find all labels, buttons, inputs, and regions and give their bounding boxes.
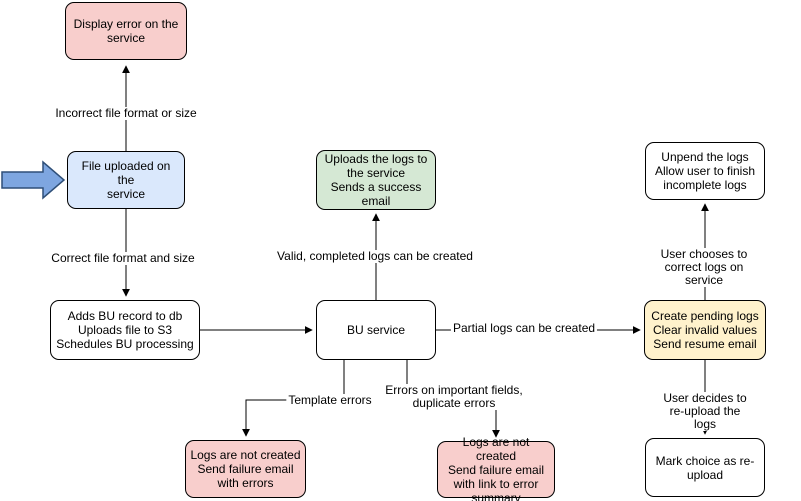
node-mark-reupload: Mark choice as re- upload <box>645 438 765 497</box>
node-upload-success: Uploads the logs to the service Sends a … <box>316 150 436 210</box>
edge-label-template-errors: Template errors <box>286 393 374 407</box>
node-create-pending-logs: Create pending logs Clear invalid values… <box>644 300 766 360</box>
edge-label-valid-logs: Valid, completed logs can be created <box>275 249 475 263</box>
edge-label-partial-logs: Partial logs can be created <box>450 321 598 335</box>
edge-label-user-correct: User chooses to correct logs on service <box>655 248 753 287</box>
edge-label-user-reupload: User decides to re-upload the logs <box>657 392 753 431</box>
edge-label-correct-format: Correct file format and size <box>49 251 197 265</box>
node-bu-service: BU service <box>316 300 436 360</box>
entry-arrow-icon <box>1 160 66 200</box>
node-adds-bu-record: Adds BU record to db Uploads file to S3 … <box>50 300 200 360</box>
node-unpend-logs: Unpend the logs Allow user to finish inc… <box>645 142 765 200</box>
edge-label-incorrect-format: Incorrect file format or size <box>53 106 199 120</box>
node-failure-template-errors: Logs are not created Send failure email … <box>185 440 306 498</box>
node-display-error: Display error on the service <box>65 2 187 60</box>
node-failure-field-errors: Logs are not created Send failure email … <box>437 435 555 501</box>
node-file-uploaded: File uploaded on the service <box>67 151 185 209</box>
edge-label-field-errors: Errors on important fields, duplicate er… <box>383 383 525 410</box>
